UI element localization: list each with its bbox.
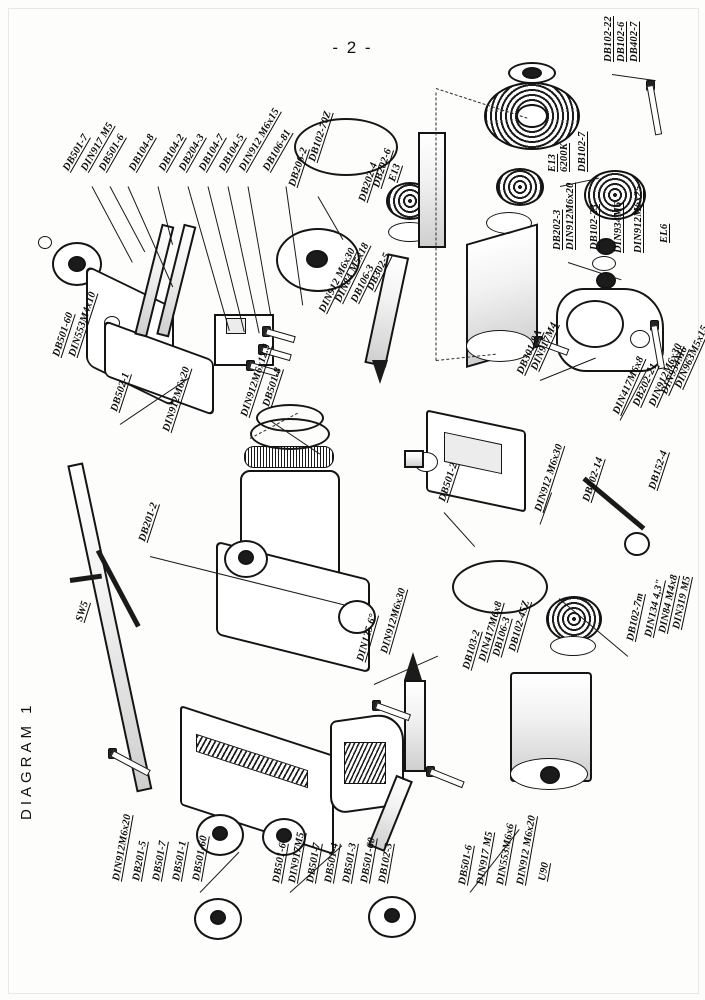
- part-long-way-bar: [67, 462, 153, 793]
- part-spacer-small: [592, 256, 616, 271]
- leader-line: [611, 74, 656, 82]
- part-label-l-din912m6x30d: DIN912M6x30: [379, 586, 409, 655]
- diagram-caption: DIAGRAM 1: [18, 701, 35, 820]
- part-label-l-db202-3: DB202-3: [552, 209, 563, 250]
- leader-line: [227, 186, 260, 334]
- part-motor-pulley: [546, 596, 602, 642]
- part-bolt-shaft-top: [646, 84, 663, 136]
- part-handwheel-hub: [68, 256, 86, 272]
- part-motor-pulley-washer: [550, 636, 596, 656]
- part-motor-shaft-end: [540, 766, 560, 784]
- construction-line-b: [435, 92, 437, 361]
- part-label-l-6200k: 6200K: [559, 142, 570, 172]
- part-label-l-db152-4: DB152-4: [647, 449, 671, 492]
- part-label-l-db402-7: DB402-7: [629, 21, 640, 62]
- leader-line: [443, 512, 476, 548]
- part-label-l-db501-1: DB501-1: [171, 839, 189, 882]
- part-label-l-din912m6x20c: DIN912M6x20: [111, 813, 134, 882]
- part-label-l-e13b: E13: [547, 153, 558, 172]
- part-bottom-knob-b-hub: [384, 908, 400, 923]
- part-label-l-db501-60b: DB501-60: [191, 834, 210, 882]
- part-label-l-db102-6: DB102-6: [616, 21, 627, 62]
- part-base-boss-hub: [238, 550, 254, 565]
- part-main-ring-b: [256, 404, 324, 432]
- part-label-l-u90: U90: [537, 861, 552, 882]
- part-label-l-e13a: E13: [387, 162, 404, 184]
- part-handwheel-nut: [38, 236, 52, 249]
- part-label-l-el6: EL6: [659, 223, 670, 243]
- part-clamp-bore: [566, 300, 624, 348]
- part-o-ring-lower: [452, 560, 548, 614]
- part-spindle-shaft: [418, 132, 446, 248]
- part-base-boss-2: [338, 600, 376, 634]
- part-bolt-shaft-lc2: [428, 768, 465, 789]
- part-pulley-cap-hub: [522, 67, 542, 79]
- part-lower-arm-rib: [344, 742, 386, 784]
- part-label-l-din912m6x20d: DIN912 M6x20: [515, 814, 539, 886]
- part-label-l-din912m6x20a: DIN912M6x20: [565, 182, 576, 250]
- part-label-l-db501-7b: DB501-7: [151, 839, 169, 882]
- part-spindle-tip: [372, 360, 388, 384]
- part-bottom-knob-a-hub: [210, 910, 226, 925]
- part-label-l-db102-7: DB102-7: [577, 131, 588, 172]
- part-label-l-din912m6x30c: DIN912 M6x30: [533, 442, 566, 514]
- part-round-flange-hub: [306, 250, 328, 268]
- part-clamp-eye: [630, 330, 650, 348]
- part-label-l-db206-2: DB206-2: [287, 146, 311, 189]
- part-label-l-db201-2: DB201-2: [137, 501, 161, 544]
- part-bed-wheel-a-hub: [212, 826, 228, 841]
- part-motor-barrel-end: [466, 330, 534, 362]
- part-label-l-db501-3: DB501-3: [341, 841, 359, 884]
- part-bed-wheel-b: [262, 818, 306, 856]
- leader-line: [109, 186, 146, 253]
- part-label-l-din934m6a: DIN934M6: [613, 201, 624, 253]
- part-pointer-shaft: [404, 680, 426, 772]
- part-label-l-db201-5: DB201-5: [131, 839, 149, 882]
- part-step-pulley-bore: [516, 104, 548, 128]
- part-head-stub: [404, 450, 424, 468]
- leader-line: [187, 186, 230, 331]
- part-label-l-db501-6c: DB501-6: [457, 843, 475, 886]
- part-label-l-db102-22: DB102-22: [603, 16, 614, 62]
- leader-line: [207, 186, 245, 333]
- part-o-ring-upper: [294, 118, 398, 176]
- part-label-l-db501-60c: DB501-60: [359, 836, 378, 884]
- part-label-l-din553m6x6: DIN553M6x6: [495, 822, 517, 886]
- part-nut-small-a: [596, 238, 616, 255]
- part-label-l-din917m5c: DIN917 M5: [475, 830, 496, 886]
- part-bed-wheel-b-hub: [276, 828, 292, 843]
- part-label-l-db104-8: DB104-8: [127, 132, 157, 173]
- part-label-l-sw5: SW5: [74, 599, 92, 624]
- page-number: - 2 -: [332, 38, 373, 57]
- part-label-l-db102-23: DB102-23: [589, 204, 600, 250]
- part-label-l-din912m6x25: DIN912M6x25: [633, 185, 644, 253]
- part-bearing-ring: [496, 168, 544, 206]
- part-right-arm-ball: [624, 532, 650, 556]
